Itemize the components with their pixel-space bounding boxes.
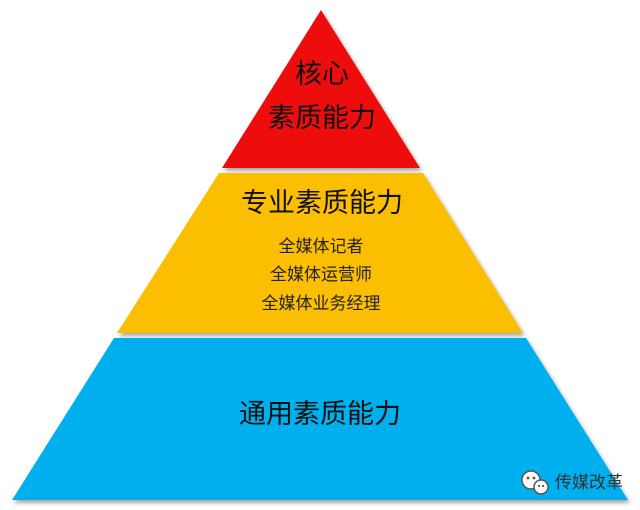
watermark-text: 传媒改革 (555, 473, 623, 493)
tier-professional-item-3: 全媒体业务经理 (262, 294, 381, 314)
wechat-icon (521, 470, 549, 495)
tier-general-title: 通用素质能力 (239, 399, 401, 430)
tier-core-shape (222, 10, 420, 168)
tier-core-title-line-1: 核心 (295, 59, 349, 90)
tier-general-shape (12, 338, 628, 500)
tier-core-title-line-2: 素质能力 (268, 103, 376, 134)
tier-core (222, 10, 420, 168)
tier-professional-item-2: 全媒体运营师 (270, 265, 372, 285)
tier-professional-shape (117, 173, 523, 333)
tier-general (12, 338, 628, 500)
tier-professional (117, 173, 523, 333)
watermark: 传媒改革 (521, 470, 623, 495)
tier-professional-title: 专业素质能力 (241, 188, 403, 219)
tier-professional-item-1: 全媒体记者 (279, 237, 364, 257)
